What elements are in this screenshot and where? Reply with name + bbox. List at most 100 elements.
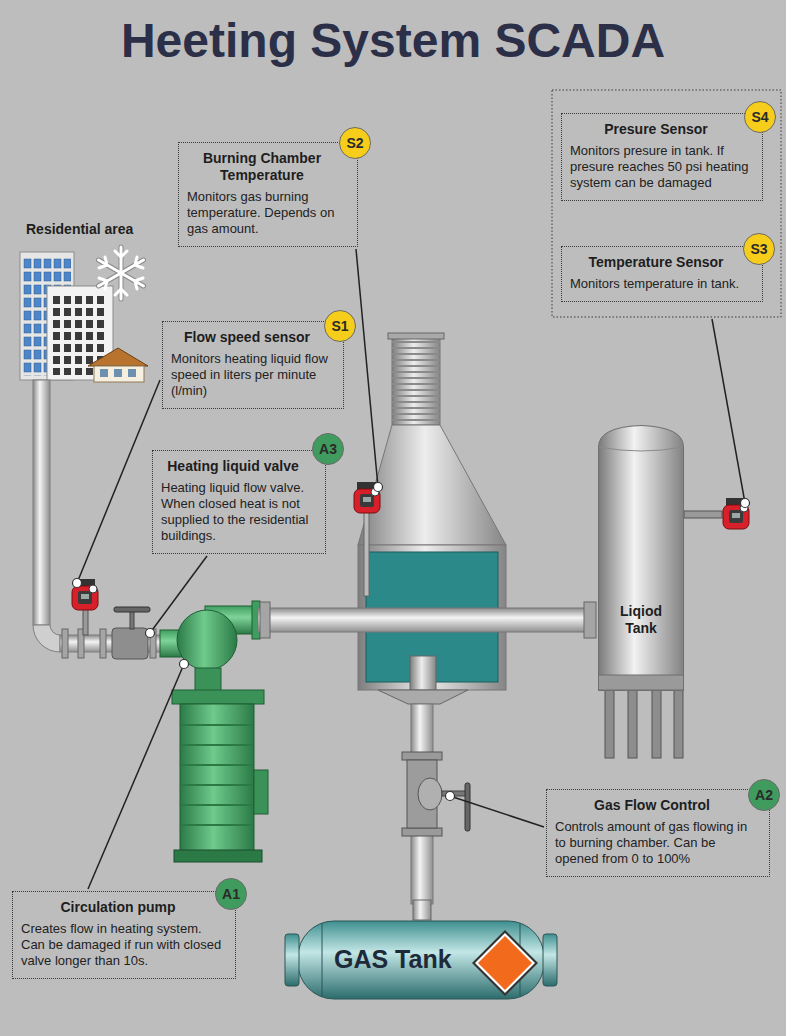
snowflake-icon-part [99,247,144,299]
tank-legs-part [652,688,661,758]
gas-tank: GAS Tank [280,918,562,1002]
liquid-tank-part-part [599,426,684,691]
residential-buildings-part [128,369,136,377]
burning-chamber [358,333,506,690]
circulation-pump-part [254,770,268,814]
callout-number-text: S1 [331,318,348,334]
gas-line [378,690,470,920]
callout-body: Monitors gas burning temperature. Depend… [187,189,349,237]
leader-lines-part [712,319,745,503]
circulation-pump-part [174,850,262,862]
main-pipe [258,602,596,638]
burning-chamber-part [392,337,440,425]
main-pipe-part [260,602,270,638]
heating-liquid-valve-part [112,628,148,659]
flow-speed-transmitter-part [72,579,98,610]
snowflake-icon-part-part [99,257,107,268]
snowflake-icon-part-part [135,257,143,268]
circulation-pump-part-part [182,784,252,786]
callout-number-text: A3 [319,441,337,457]
callout-body: Creates flow in heating system. Can be d… [21,921,227,969]
circulation-pump [160,601,268,862]
chamber-temperature-transmitter [354,482,380,596]
gas-line-part [378,690,468,704]
circulation-pump-part-part [182,744,252,746]
leader-dots-part [741,499,750,508]
circulation-pump-part-part [182,764,252,766]
supply-pipe-part [33,625,60,652]
callout-number: S3 [743,233,775,265]
callout-heading: Flow speed sensor [171,329,335,346]
gas-tank-part-part [543,934,557,986]
heating-liquid-valve [112,607,150,659]
callout-number-text: S2 [346,135,363,151]
callout-heading: Heating liquid valve [161,458,317,475]
heating-liquid-valve-part [114,607,150,612]
callout-heading: Burning Chamber Temperature [187,150,349,184]
callout-number: A1 [215,878,247,910]
callout-heading: Gas Flow Control [555,797,761,814]
leader-lines-part [450,796,544,827]
callout-box: Burning Chamber TemperatureMonitors gas … [178,142,358,247]
callout-number-text: S4 [751,109,768,125]
leader-lines [77,249,745,889]
supply-pipe-part [62,629,68,658]
leader-dots-part [73,579,82,588]
diagram-title: Heeting System SCADA [0,12,786,70]
tank-temperature-transmitter-part [723,498,749,529]
callout-box: Presure SensorMonitors presure in tank. … [561,113,763,201]
tank-legs [605,688,683,758]
snowflake-icon-part-part [135,278,143,289]
circulation-pump-part [195,668,221,692]
circulation-pump-part [177,610,237,670]
callout-number: S4 [744,101,776,133]
callout-number-text: S3 [750,241,767,257]
circulation-pump-part-part [182,804,252,806]
leader-dots-part [446,792,455,801]
circulation-pump-part [182,725,252,825]
supply-pipe-part [100,629,106,658]
snowflake-icon-part-part [115,251,127,257]
main-pipe-part [258,608,588,632]
gas-tank-part-part [298,921,544,999]
gas-tank-part-part [285,934,299,986]
tank-legs-part [605,688,614,758]
burning-chamber-part [392,337,440,425]
tank-label: GAS Tank [334,944,452,974]
callout-number: S2 [339,127,371,159]
callout-number-text: A2 [755,787,773,803]
residential-buildings [20,252,148,382]
callout-body: Monitors heating liquid flow speed in li… [171,351,335,399]
leader-lines-part [356,249,378,487]
callout-number: S1 [324,310,356,342]
tank-temperature-transmitter [684,498,749,529]
burning-chamber-part [358,425,506,545]
callout-box: Flow speed sensorMonitors heating liquid… [162,321,344,409]
residential-buildings-part [100,369,108,377]
snowflake-icon [99,247,144,299]
leader-lines-part [77,380,160,583]
heating-liquid-valve-part [130,611,134,629]
residential-buildings-part [88,348,148,366]
gas-tank-part-part [478,936,532,990]
gas-tank-part-part [475,933,535,993]
snowflake-icon-part-part [99,278,107,289]
residential-buildings-part [94,366,144,382]
callout-body: Controls amount of gas flowing in to bur… [555,819,761,867]
leader-dots-part [180,660,189,669]
callout-box: Circulation pumpCreates flow in heating … [12,891,236,979]
flow-speed-transmitter [72,579,98,635]
callout-body: Monitors presure in tank. If presure rea… [570,143,754,191]
supply-pipe [33,380,170,658]
burning-chamber-part [388,333,444,339]
snowflake-icon-part [99,247,144,299]
circulation-pump-part-part [182,824,252,826]
leader-lines-part [150,556,207,633]
callout-box: Heating liquid valveHeating liquid flow … [152,450,326,554]
callout-number: A2 [748,779,780,811]
callout-number: A3 [312,433,344,465]
tank-temperature-transmitter-part [684,511,722,518]
sensor-group-frame [552,90,781,317]
gas-tank-part-part [472,930,538,996]
